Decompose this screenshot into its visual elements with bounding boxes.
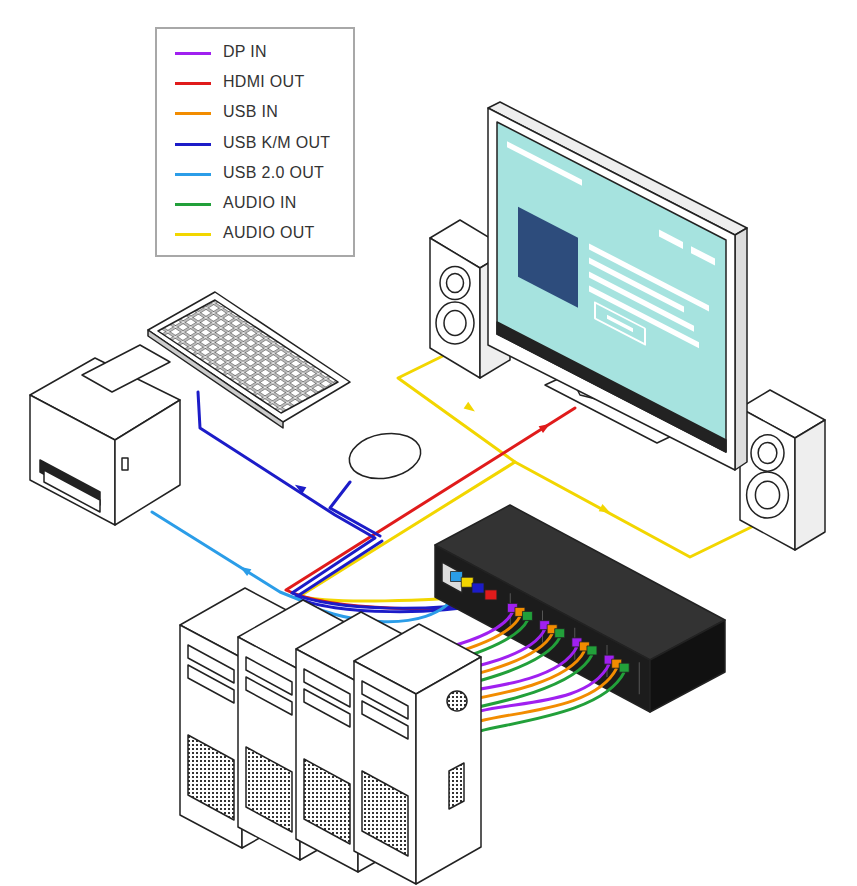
pc-front — [238, 637, 300, 860]
printer-front — [30, 395, 115, 525]
pc-bay — [188, 665, 234, 703]
pc-grill — [188, 735, 234, 820]
legend-swatch — [175, 173, 211, 176]
kvm-side — [650, 620, 725, 712]
screen-bar — [589, 257, 684, 312]
port-plug — [522, 611, 532, 620]
port-plug — [472, 583, 484, 593]
right-speaker — [758, 443, 777, 464]
printer-side — [115, 400, 180, 525]
port-plug — [619, 663, 629, 672]
pc-front — [354, 661, 416, 884]
screen-bar — [589, 285, 699, 348]
pc-front — [296, 649, 358, 872]
arrow-head — [539, 420, 553, 433]
legend-swatch — [175, 203, 211, 206]
printer-sheet — [44, 470, 100, 512]
left-speaker — [444, 311, 466, 336]
port-plug — [485, 590, 497, 600]
arrow-head — [293, 481, 307, 494]
pc-vent — [449, 763, 464, 809]
legend-label: HDMI OUT — [223, 73, 305, 91]
port-plug — [451, 572, 463, 582]
km-cable — [198, 392, 486, 608]
legend-row: AUDIO IN — [157, 190, 353, 220]
left-speaker — [447, 274, 464, 293]
input-cable — [480, 672, 624, 731]
arrow-head — [464, 402, 478, 415]
legend-swatch — [175, 233, 211, 236]
legend-row: AUDIO OUT — [157, 220, 353, 250]
screen-bar — [691, 246, 715, 265]
printer-button — [122, 458, 128, 470]
screen-bar — [589, 243, 709, 311]
pc-grill — [304, 759, 350, 844]
right-speaker — [755, 481, 779, 509]
screen-button — [607, 315, 633, 332]
pc-bay — [304, 689, 350, 727]
arrow-head — [539, 420, 553, 433]
legend-label: USB IN — [223, 103, 278, 121]
screen-bar — [659, 230, 683, 249]
keyboard-edge — [148, 330, 283, 428]
input-cable — [480, 668, 617, 721]
pc-fan — [447, 691, 467, 711]
arrow-head — [599, 504, 612, 516]
kvm-display — [442, 562, 462, 593]
port-plug — [587, 646, 597, 655]
legend-label: USB 2.0 OUT — [223, 164, 324, 182]
monitor-bezel — [488, 108, 735, 470]
pc-bay — [362, 701, 408, 739]
left-speaker — [430, 238, 480, 378]
legend-label: USB K/M OUT — [223, 134, 330, 152]
right-speaker — [740, 408, 795, 550]
legend-swatch — [175, 112, 211, 115]
legend-swatch — [175, 82, 211, 85]
screen-image — [518, 207, 578, 308]
screen-button — [595, 303, 645, 345]
printer-paper — [82, 345, 170, 392]
screen-bar — [507, 141, 582, 186]
mouse — [346, 428, 425, 484]
port-plug — [555, 629, 565, 638]
legend-row: HDMI OUT — [157, 69, 353, 99]
legend-row: DP IN — [157, 39, 353, 69]
left-speaker — [436, 302, 474, 344]
legend-row: USB 2.0 OUT — [157, 160, 353, 190]
legend-label: DP IN — [223, 43, 267, 61]
legend-swatch — [175, 52, 211, 55]
pc-side — [416, 657, 481, 884]
right-speaker — [751, 435, 784, 471]
legend-row: USB K/M OUT — [157, 130, 353, 160]
legend-box: DP IN HDMI OUT USB IN USB K/M OUT USB 2.0 OU… — [155, 27, 355, 257]
monitor-screen — [497, 122, 726, 452]
port-plug — [461, 577, 473, 587]
pc-bay — [246, 677, 292, 715]
monitor-side — [735, 228, 747, 470]
pc-grill — [362, 771, 408, 856]
pc-grill — [246, 747, 292, 832]
legend-label: AUDIO IN — [223, 194, 297, 212]
pc-front — [180, 625, 242, 848]
km-cable — [330, 482, 380, 536]
screen-content — [507, 141, 715, 380]
legend-label: AUDIO OUT — [223, 224, 315, 242]
left-speaker — [440, 267, 470, 300]
arrow-head — [238, 563, 252, 576]
arrow-head — [293, 481, 307, 494]
right-speaker — [795, 420, 825, 550]
legend-swatch — [175, 143, 211, 146]
legend-row: USB IN — [157, 99, 353, 129]
input-cable — [480, 664, 609, 711]
kvm-divider — [639, 662, 640, 694]
arrow-head — [599, 504, 612, 516]
arrow-head — [238, 563, 252, 576]
right-speaker — [747, 472, 789, 518]
arrow-head — [464, 402, 478, 415]
